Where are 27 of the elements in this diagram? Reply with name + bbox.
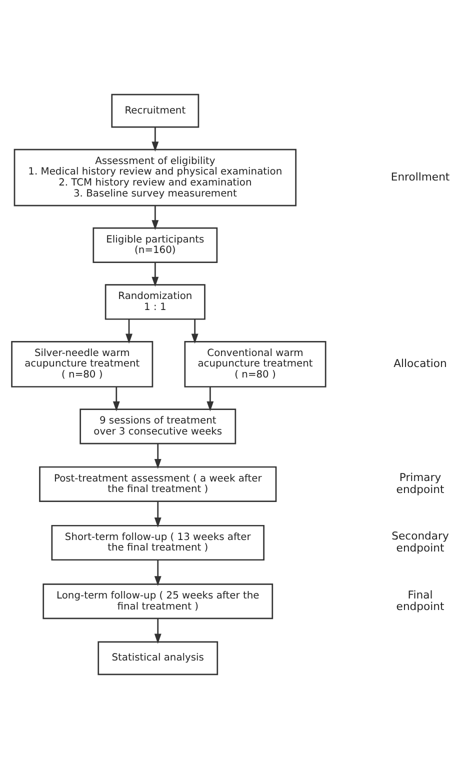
- node-box: Randomization 1 : 1: [104, 284, 206, 320]
- label: Final endpoint: [396, 588, 444, 613]
- arrow: [126, 318, 132, 344]
- label: Enrollment: [390, 170, 450, 183]
- node-box: Eligible participants (n=160): [92, 226, 218, 262]
- arrow: [152, 262, 159, 286]
- node-box: Long-term follow-up ( 25 weeks after the final treatment ): [42, 583, 274, 619]
- node-box: Recruitment: [111, 93, 200, 128]
- arrow: [206, 386, 214, 411]
- label: Secondary endpoint: [392, 529, 449, 554]
- arrow: [152, 126, 159, 152]
- node-box: Statistical analysis: [98, 640, 218, 675]
- arrow: [154, 618, 162, 644]
- arrow: [112, 386, 120, 411]
- node-box: Conventional warm acupuncture treatment ( n=80 ): [184, 340, 326, 387]
- node-box: Assessment of eligibility 1. Medical history review and physical examination 2. TCM history review and examination 3. Baseline survey measurement: [14, 148, 297, 206]
- arrow: [154, 560, 162, 586]
- node-box: Silver-needle warm acupuncture treatment ( n=80 ): [11, 340, 154, 387]
- node-box: Short-term follow-up ( 13 weeks after the final treatment ): [51, 524, 264, 560]
- arrow: [154, 500, 162, 527]
- arrow: [152, 205, 159, 230]
- label: Allocation: [394, 356, 447, 370]
- label: Primary endpoint: [396, 470, 444, 496]
- node-box: 9 sessions of treatment over 3 consecutive weeks: [80, 408, 236, 444]
- node-box: Post-treatment assessment ( a week after the final treatment ): [39, 466, 277, 502]
- arrow: [154, 443, 162, 468]
- arrow: [191, 318, 198, 344]
